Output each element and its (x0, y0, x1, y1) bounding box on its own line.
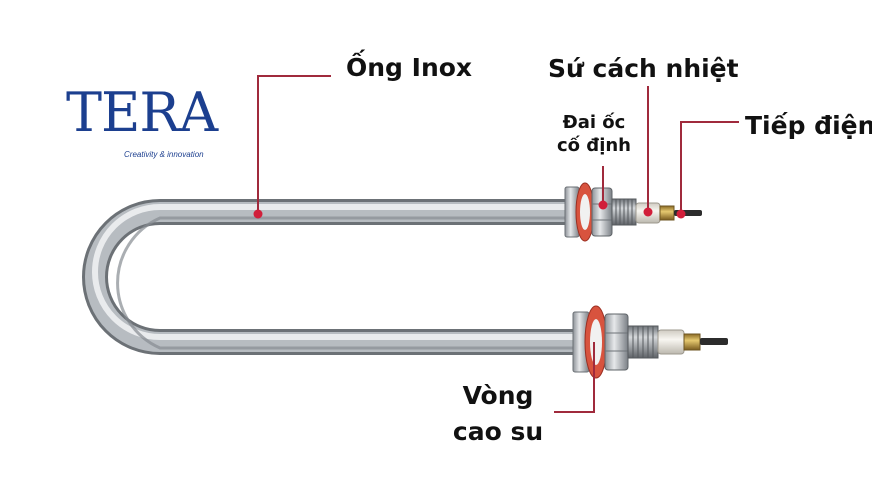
label-fixing-nut-line1: Đai ốc (562, 112, 626, 133)
label-rubber-ring-line2: cao su (452, 417, 544, 447)
label-rubber-ring-line1: Vòng (462, 381, 534, 410)
leader-lines (257, 75, 739, 413)
logo-tagline: Creativity & innovation (124, 150, 204, 159)
leader-rubber-ring (554, 342, 595, 413)
label-ceramic-insulator: Sứ cách nhiệt (548, 54, 739, 83)
pointer-dot-fixing-nut (598, 200, 608, 210)
stainless-tube (82, 199, 588, 355)
label-terminal: Tiếp điện (745, 111, 872, 140)
label-fixing-nut: Đai ốc cố định (549, 112, 639, 157)
label-rubber-ring: Vòng cao su (448, 378, 548, 451)
pointer-dot-stainless-tube (253, 209, 263, 219)
leader-stainless-tube (257, 75, 331, 214)
logo-wordmark: TERA (66, 81, 218, 144)
lower-fitting (572, 305, 728, 379)
label-stainless-tube: Ống Inox (346, 53, 473, 82)
pointer-dot-ceramic-insulator (643, 207, 653, 217)
label-fixing-nut-line2: cố định (557, 134, 631, 156)
pointer-dots (253, 200, 686, 219)
leader-terminal (680, 121, 739, 212)
pointer-dot-terminal (676, 209, 686, 219)
